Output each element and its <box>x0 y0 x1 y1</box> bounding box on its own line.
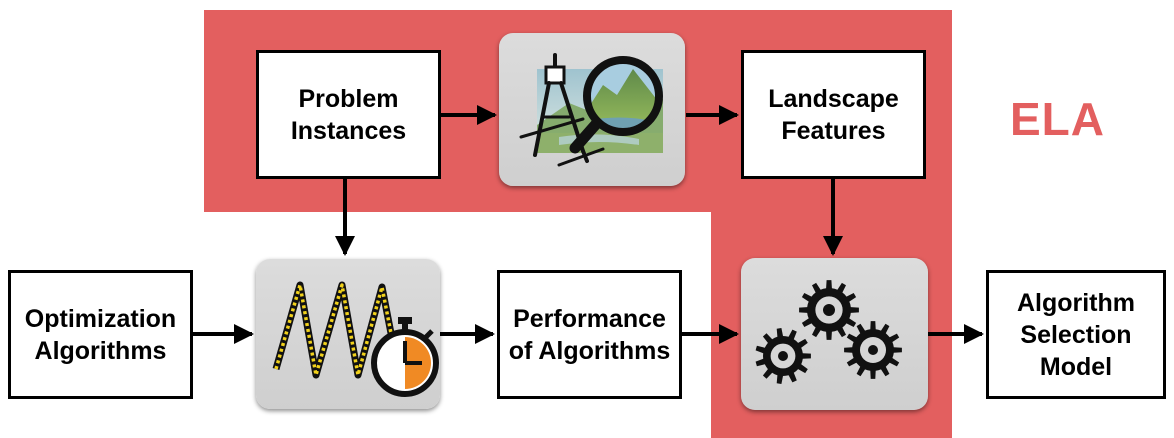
model-line-1: Algorithm <box>1016 288 1136 317</box>
compass-magnifier-landscape-icon <box>519 53 663 167</box>
machine-learning-tile <box>741 258 928 410</box>
measuring-tape-stopwatch-icon <box>272 281 439 397</box>
gear <box>799 280 859 340</box>
optimization-algorithms-line-1: Optimization <box>24 304 177 333</box>
algorithm-selection-model-box: Algorithm Selection Model <box>986 270 1166 399</box>
landscape-features-line-1: Landscape <box>768 84 899 113</box>
performance-of-algorithms-box: Performance of Algorithms <box>497 270 682 399</box>
landscape-features-box: Landscape Features <box>741 50 926 179</box>
performance-line-1: Performance <box>513 304 666 333</box>
model-line-3: Model <box>1039 352 1113 381</box>
landscape-features-line-2: Features <box>781 116 886 145</box>
optimization-algorithms-box: Optimization Algorithms <box>8 270 193 399</box>
gear <box>755 328 811 384</box>
model-line-2: Selection <box>1020 320 1132 349</box>
gear <box>844 321 902 379</box>
problem-instances-line-1: Problem <box>298 84 399 113</box>
ela-label: ELA <box>1010 93 1105 145</box>
gears-icon <box>755 280 902 384</box>
benchmarking-tile <box>256 259 440 409</box>
optimization-algorithms-line-2: Algorithms <box>34 336 167 365</box>
performance-line-2: of Algorithms <box>508 336 671 365</box>
problem-instances-box: Problem Instances <box>256 50 441 179</box>
landscape-analysis-tile <box>499 33 685 186</box>
problem-instances-line-2: Instances <box>290 116 407 145</box>
